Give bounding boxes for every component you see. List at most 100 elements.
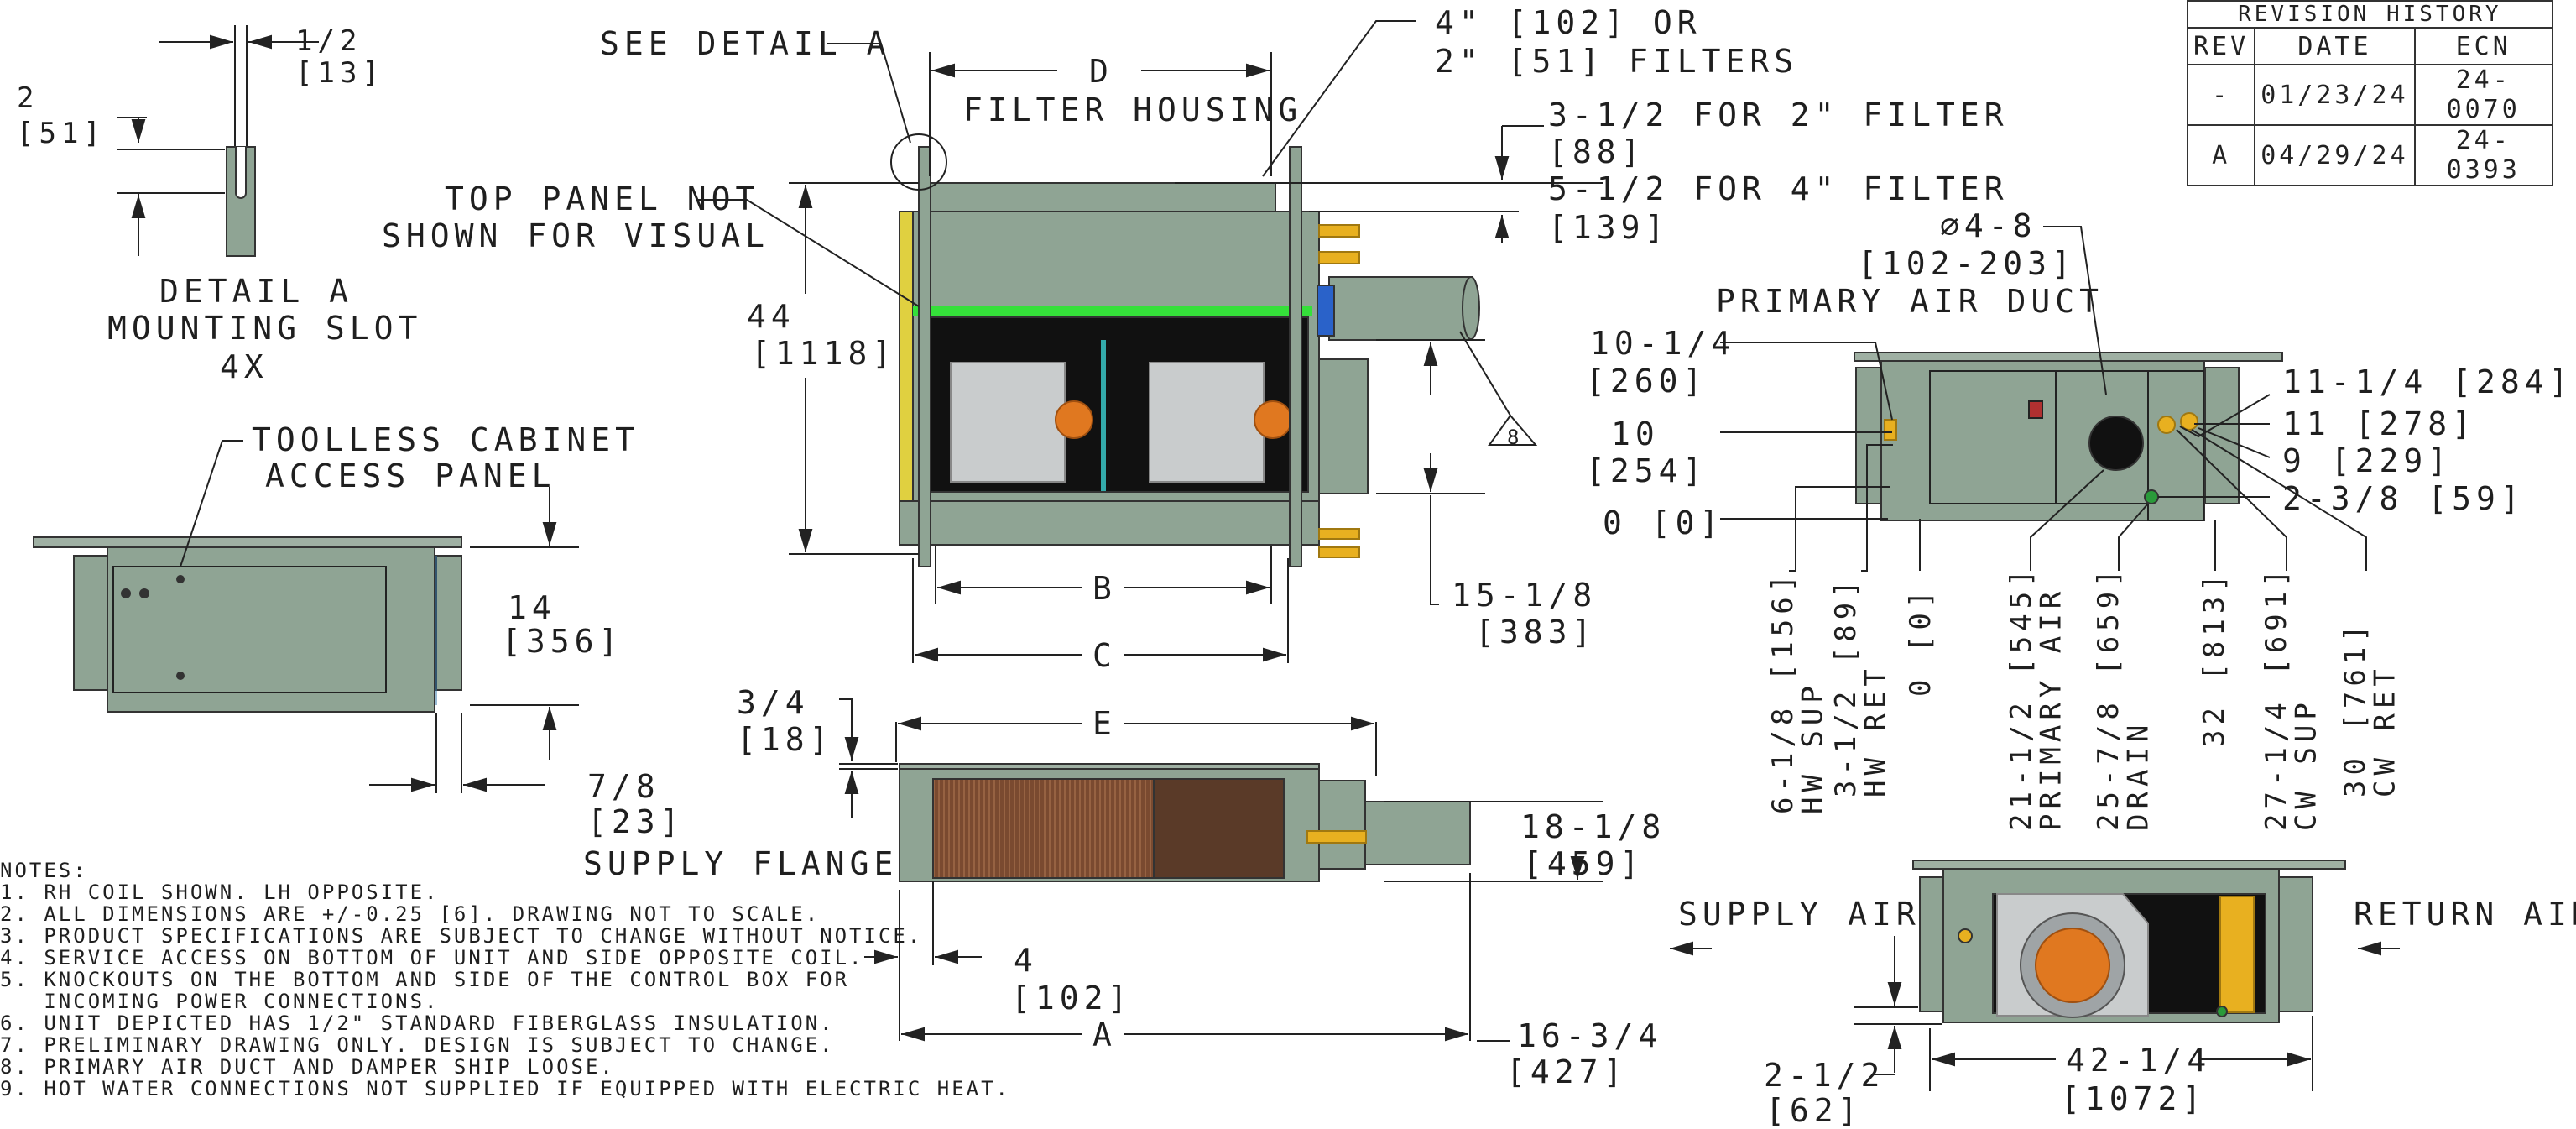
revision-history-table: REVISION HISTORY REV DATE ECN - 01/23/24… <box>2186 0 2553 186</box>
top-panel-label-1: TOP PANEL NOT <box>445 180 760 217</box>
filter4-dim: 5-1/2 FOR 4" FILTER <box>1548 170 2009 207</box>
top-panel-label-2: SHOWN FOR VISUAL <box>382 217 770 254</box>
top-dim-inlet: 4 <box>1014 942 1038 979</box>
note-8-flag: 8 <box>1507 426 1520 449</box>
top-dim-flange-mm: [18] <box>737 721 834 758</box>
note-item: 2. ALL DIMENSIONS ARE +/-0.25 [6]. DRAWI… <box>0 902 821 926</box>
side-view-drawing <box>33 536 462 713</box>
detail-a-subtitle: MOUNTING SLOT <box>107 310 423 347</box>
cw-sup-dim: 27-1/4 [691] CW SUP <box>2260 564 2323 831</box>
date-header: DATE <box>2254 27 2416 65</box>
filters-label-1: 4" [102] OR <box>1435 4 1702 41</box>
top-dim-depth-mm: [459] <box>1523 845 1645 882</box>
hw-ret-dim: 3-1/2 [89] HW RET <box>1829 575 1893 797</box>
date-cell: 01/23/24 <box>2254 64 2416 126</box>
end-view-dims <box>1720 226 2367 572</box>
side-dim-height-mm: [356] <box>502 623 623 660</box>
detail-a-title: DETAIL A <box>159 273 354 310</box>
note-item: 8. PRIMARY AIR DUCT AND DAMPER SHIP LOOS… <box>0 1055 615 1079</box>
side-dim-flange: 7/8 <box>587 768 660 805</box>
ecn-header: ECN <box>2413 27 2553 65</box>
filter-housing-label: FILTER HOUSING <box>963 91 1303 128</box>
notes-title: NOTES: <box>0 859 88 882</box>
note-item: 5. KNOCKOUTS ON THE BOTTOM AND SIDE OF T… <box>0 968 850 991</box>
return-air-label: RETURN AIR <box>2354 896 2576 933</box>
table-row: A 04/29/24 24-0393 <box>2186 124 2553 186</box>
dim-d-label: D <box>1089 53 1113 90</box>
note-item: 1. RH COIL SHOWN. LH OPPOSITE. <box>0 881 440 904</box>
rev-header: REV <box>2186 27 2256 65</box>
note-item: INCOMING POWER CONNECTIONS. <box>0 990 440 1013</box>
front-view-dims <box>696 20 1603 663</box>
duct-diameter: ⌀4-8 <box>1940 207 2037 244</box>
rev-cell: - <box>2186 64 2256 126</box>
hw-sup-dim: 6-1/8 [156] HW SUP <box>1766 569 1830 814</box>
filter4-mm: [139] <box>1548 209 1670 246</box>
filters-label-2: 2" [51] FILTERS <box>1435 43 1799 80</box>
see-detail-label: SEE DETAIL A <box>600 25 891 62</box>
detail-a-count: 4X <box>220 348 269 385</box>
cw-ret-dim: 30 [761] CW RET <box>2339 619 2402 797</box>
detail-a-dim-left: 2 <box>17 81 39 115</box>
revision-history-title: REVISION HISTORY <box>2187 0 2553 29</box>
dim-b-label: B <box>1092 570 1117 607</box>
detail-a-dim-top-mm: [13] <box>295 56 384 90</box>
side-dim-height: 14 <box>508 589 556 626</box>
top-dim-overall: 16-3/4 <box>1517 1017 1663 1054</box>
bottom-dim-width: 42-1/4 <box>2066 1042 2212 1079</box>
left-dim-1: 10-1/4 <box>1590 325 1736 362</box>
left-dim-1-mm: [260] <box>1586 363 1708 400</box>
note-item: 6. UNIT DEPICTED HAS 1/2" STANDARD FIBER… <box>0 1011 835 1035</box>
top-dim-inlet-mm: [102] <box>1011 980 1133 1017</box>
dim-c-label: C <box>1092 637 1117 674</box>
ecn-cell: 24-0393 <box>2413 124 2553 186</box>
left-dim-3: 0 [0] <box>1603 504 1724 541</box>
duct-diameter-mm: [102-203] <box>1858 245 2076 282</box>
left-dim-2: 10 <box>1611 416 1660 452</box>
detail-a-dim-left-mm: [51] <box>17 117 106 150</box>
right-dim-1: 11-1/4 [284] <box>2282 363 2573 400</box>
dim-a-label: A <box>1092 1017 1117 1053</box>
end-view-drawing <box>1854 352 2283 521</box>
toolless-panel-label-1: TOOLLESS CABINET <box>252 421 640 458</box>
detail-a-dim-top: 1/2 <box>295 24 362 58</box>
supply-air-label: SUPPLY AIR <box>1678 896 1921 933</box>
duct-height-dim: 15-1/8 <box>1452 577 1598 614</box>
top-dim-overall-mm: [427] <box>1506 1053 1628 1090</box>
front-dim-height-mm: [1118] <box>751 335 897 372</box>
note-item: 4. SERVICE ACCESS ON BOTTOM OF UNIT AND … <box>0 946 864 970</box>
bottom-view-dims <box>1670 936 2400 1091</box>
side-view-dims <box>180 440 579 793</box>
note-item: 3. PRODUCT SPECIFICATIONS ARE SUBJECT TO… <box>0 924 923 948</box>
top-dim-flange: 3/4 <box>737 684 810 721</box>
rev-cell: A <box>2186 124 2256 186</box>
side-dim-flange-mm: [23] <box>587 803 685 840</box>
primary-air-duct-label: PRIMARY AIR DUCT <box>1716 283 2104 320</box>
supply-flange-label: SUPPLY FLANGE <box>583 845 899 882</box>
top-view-drawing <box>899 763 1471 882</box>
right-dim-4: 2-3/8 [59] <box>2282 480 2525 517</box>
ecn-cell: 24-0070 <box>2413 64 2553 126</box>
zero-dim: 0 [0] <box>1904 585 1937 697</box>
notes-block: NOTES: 1. RH COIL SHOWN. LH OPPOSITE. 2.… <box>0 860 1010 1100</box>
right-dim-3: 9 [229] <box>2282 442 2453 479</box>
detail-a-drawing <box>117 25 319 257</box>
drain-dim: 25-7/8 [659] DRAIN <box>2092 564 2156 831</box>
bottom-dim-side-mm: [62] <box>1765 1092 1863 1129</box>
top-dim-depth: 18-1/8 <box>1520 808 1666 845</box>
note-item: 9. HOT WATER CONNECTIONS NOT SUPPLIED IF… <box>0 1077 1010 1100</box>
table-row: - 01/23/24 24-0070 <box>2186 64 2553 126</box>
dim-e-label: E <box>1092 705 1117 742</box>
bottom-dim-width-mm: [1072] <box>2061 1080 2207 1117</box>
right-dim-2: 11 [278] <box>2282 405 2477 442</box>
left-dim-2-mm: [254] <box>1586 452 1708 489</box>
duct-height-mm: [383] <box>1475 614 1597 651</box>
overall-32-dim: 32 [813] <box>2198 569 2231 747</box>
front-dim-height: 44 <box>747 298 795 335</box>
date-cell: 04/29/24 <box>2254 124 2416 186</box>
filter2-dim: 3-1/2 FOR 2" FILTER <box>1548 97 2009 133</box>
primary-air-dim: 21-1/2 [545] PRIMARY AIR <box>2005 564 2068 831</box>
note-item: 7. PRELIMINARY DRAWING ONLY. DESIGN IS S… <box>0 1033 835 1057</box>
top-view-dims <box>839 698 1603 1042</box>
